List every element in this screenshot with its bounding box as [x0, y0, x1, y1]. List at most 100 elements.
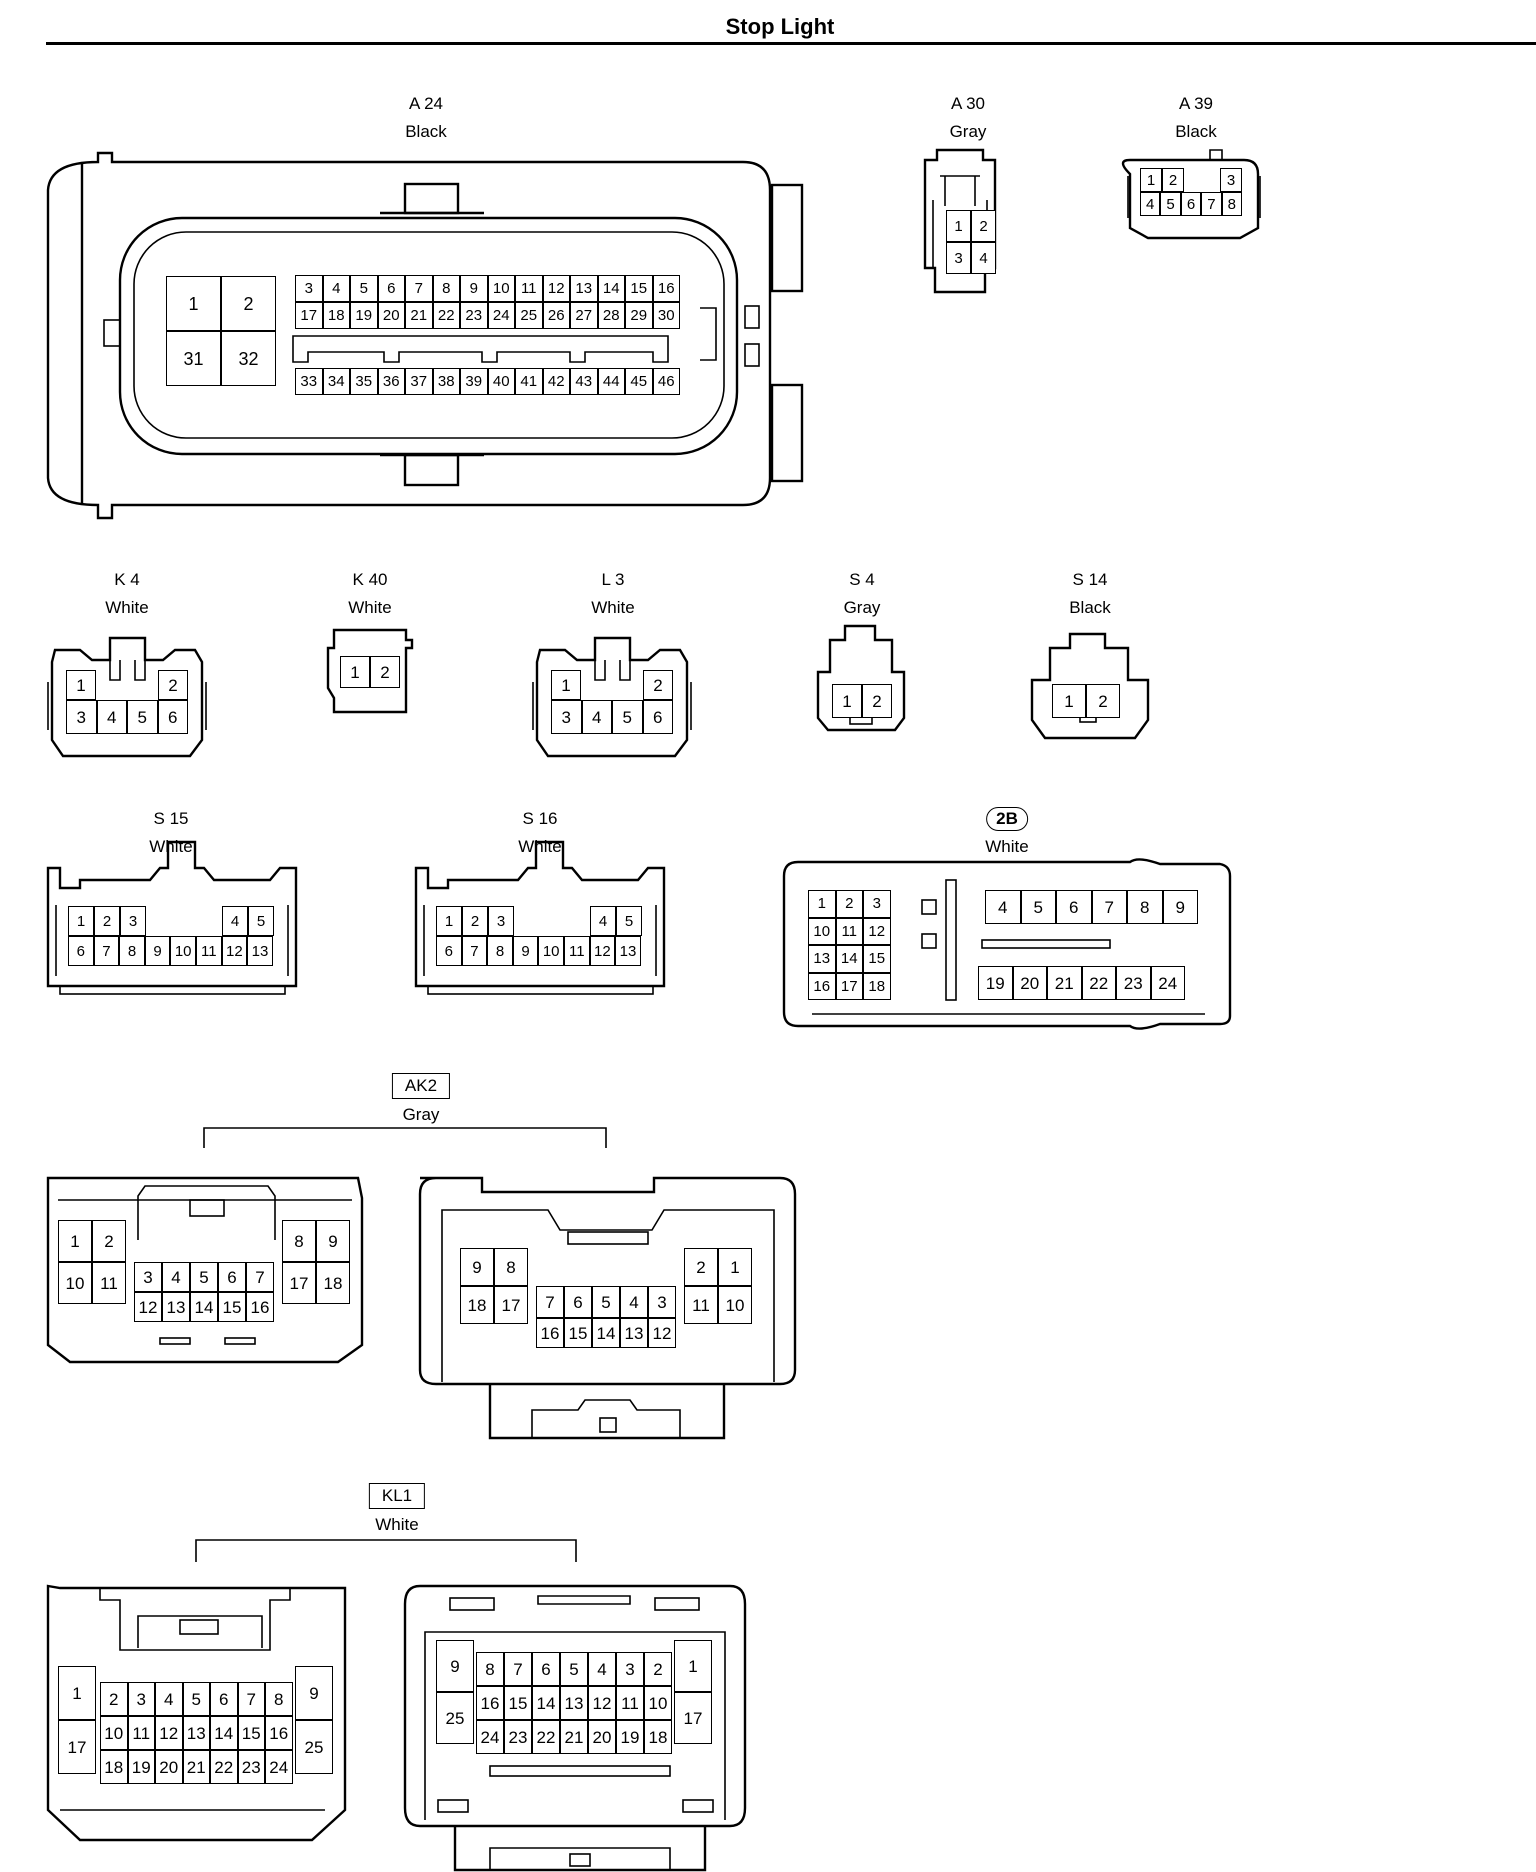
connector-c2b-pin: 18 [863, 972, 891, 1000]
connector-a24-pin: 6 [377, 275, 405, 302]
connector-s15-pin: 13 [247, 936, 273, 966]
connector-a24-pin: 28 [597, 302, 625, 329]
connector-kl1-left-pin: 20 [155, 1750, 183, 1784]
connector-c2b-pin: 16 [808, 972, 836, 1000]
connector-c2b-pin: 22 [1081, 966, 1116, 1000]
connector-s4-code: S 4 [849, 570, 875, 589]
connector-s15-pin: 4 [222, 906, 248, 936]
connector-c2b-pin: 2 [835, 890, 863, 918]
connector-l3-color: White [591, 598, 635, 617]
connector-k4-code: K 4 [114, 570, 140, 589]
connector-a24-pin: 38 [432, 368, 460, 395]
connector-c2b-pin: 23 [1116, 966, 1151, 1000]
connector-a24-pin: 32 [221, 331, 276, 386]
connector-ak2-right-pin: 9 [460, 1248, 494, 1286]
connector-s14-pin: 2 [1086, 684, 1120, 718]
connector-s15-pin: 9 [144, 936, 171, 966]
connector-a24-pin: 42 [542, 368, 570, 395]
connector-a24-pin: 46 [652, 368, 680, 395]
connector-a24-pin: 33 [295, 368, 323, 395]
connector-kl1-right-pin: 9 [436, 1640, 474, 1692]
connector-s4-color: Gray [843, 598, 881, 617]
connector-s4-pin: 2 [862, 684, 892, 718]
connector-a24-pin: 37 [405, 368, 433, 395]
connector-kl1-right-housing [403, 1584, 747, 1872]
connector-c2b-pin: 17 [835, 972, 863, 1000]
connector-a24-pin: 3 [295, 275, 323, 302]
connector-ak2-right-pin: 10 [718, 1286, 752, 1324]
connector-c2b-pin: 5 [1020, 890, 1056, 924]
connector-k40-housing [326, 628, 414, 714]
connector-kl1-left-pin: 14 [210, 1716, 238, 1750]
connector-s15-pin: 7 [93, 936, 120, 966]
connector-ak2-left-pin: 16 [246, 1292, 274, 1322]
connector-kl1-right-pin: 12 [588, 1686, 616, 1720]
connector-a24-pin: 30 [652, 302, 680, 329]
connector-a39-pin: 6 [1180, 192, 1202, 216]
connector-k40-pin: 2 [370, 656, 400, 688]
connector-k40-code: K 40 [352, 570, 388, 589]
connector-s15-code: S 15 [153, 809, 189, 828]
connector-kl1-left-pin: 23 [237, 1750, 265, 1784]
connector-ak2-left-housing [46, 1176, 364, 1364]
connector-c2b-pin: 7 [1091, 890, 1127, 924]
connector-kl1-left-pin: 12 [155, 1716, 183, 1750]
connector-a24-pin: 10 [487, 275, 515, 302]
connector-a39-housing [1121, 149, 1261, 240]
connector-kl1-left-pin: 10 [100, 1716, 128, 1750]
connector-ak2-left-pin: 2 [92, 1220, 126, 1262]
connector-s16-pin: 1 [436, 906, 462, 936]
connector-kl1-right-pin: 24 [476, 1720, 504, 1754]
connector-s15-pin: 1 [68, 906, 94, 936]
connector-a24-pin: 22 [432, 302, 460, 329]
connector-l3-code: L 3 [601, 570, 625, 589]
connector-ak2-left-pin: 4 [162, 1262, 190, 1292]
connector-l3-pin: 5 [612, 700, 643, 734]
connector-s16-pin: 8 [487, 936, 513, 966]
connector-c2b-pin: 8 [1127, 890, 1163, 924]
connector-ak2-right-pin: 18 [460, 1286, 494, 1324]
connector-ak2-left-pin: 11 [92, 1262, 126, 1304]
connector-a24-pin: 23 [460, 302, 488, 329]
connector-a24-pin: 20 [377, 302, 405, 329]
connector-a39-pin: 5 [1160, 192, 1181, 216]
connector-s14-color: Black [1069, 598, 1111, 617]
connector-kl1-left-pin: 4 [155, 1682, 183, 1716]
connector-c2b-pin: 3 [863, 890, 891, 918]
connector-c2b-pin: 10 [808, 917, 836, 945]
connector-c2b-pin: 20 [1012, 966, 1047, 1000]
connector-ak2-right-pin: 13 [620, 1318, 648, 1348]
connector-ak2-right-pin: 15 [564, 1318, 592, 1348]
connector-ak2-right-pin: 8 [494, 1248, 528, 1286]
connector-s16-pin: 13 [615, 936, 641, 966]
connector-a24-color: Black [405, 122, 447, 141]
connector-k4-housing [47, 636, 207, 758]
connector-a30-color: Gray [949, 122, 987, 141]
connector-c2b-pin: 4 [985, 890, 1021, 924]
connector-kl1-right-pin: 4 [588, 1652, 616, 1686]
connector-ak2-right-pin: 5 [592, 1286, 620, 1318]
connector-k4-pin: 2 [158, 670, 188, 700]
connector-kl1-right-pin: 20 [588, 1720, 616, 1754]
connector-a24-pin: 1 [166, 276, 221, 331]
connector-ak2-right-pin: 3 [648, 1286, 676, 1318]
connector-kl1-left-pin: 2 [100, 1682, 128, 1716]
connector-ak2-left-pin: 14 [190, 1292, 218, 1322]
page-title: Stop Light [725, 14, 835, 39]
connector-a24-pin: 15 [625, 275, 653, 302]
connector-a39-pin: 3 [1220, 168, 1242, 192]
connector-ak2-left-pin: 13 [162, 1292, 190, 1322]
title-rule [46, 42, 1536, 45]
connector-k4-pin: 4 [96, 700, 127, 734]
connector-k40-color: White [348, 598, 392, 617]
connector-a39-pin: 2 [1162, 168, 1184, 192]
connector-a24-pin: 13 [570, 275, 598, 302]
connector-s16-pin: 11 [564, 936, 590, 966]
connector-kl1-left-pin: 7 [237, 1682, 265, 1716]
connector-kl1-right-pin: 1 [674, 1640, 712, 1692]
connector-s15-pin: 11 [196, 936, 222, 966]
connector-a39-pin: 7 [1201, 192, 1222, 216]
connector-kl1-right-pin: 7 [504, 1652, 532, 1686]
connector-s16-pin: 2 [462, 906, 488, 936]
